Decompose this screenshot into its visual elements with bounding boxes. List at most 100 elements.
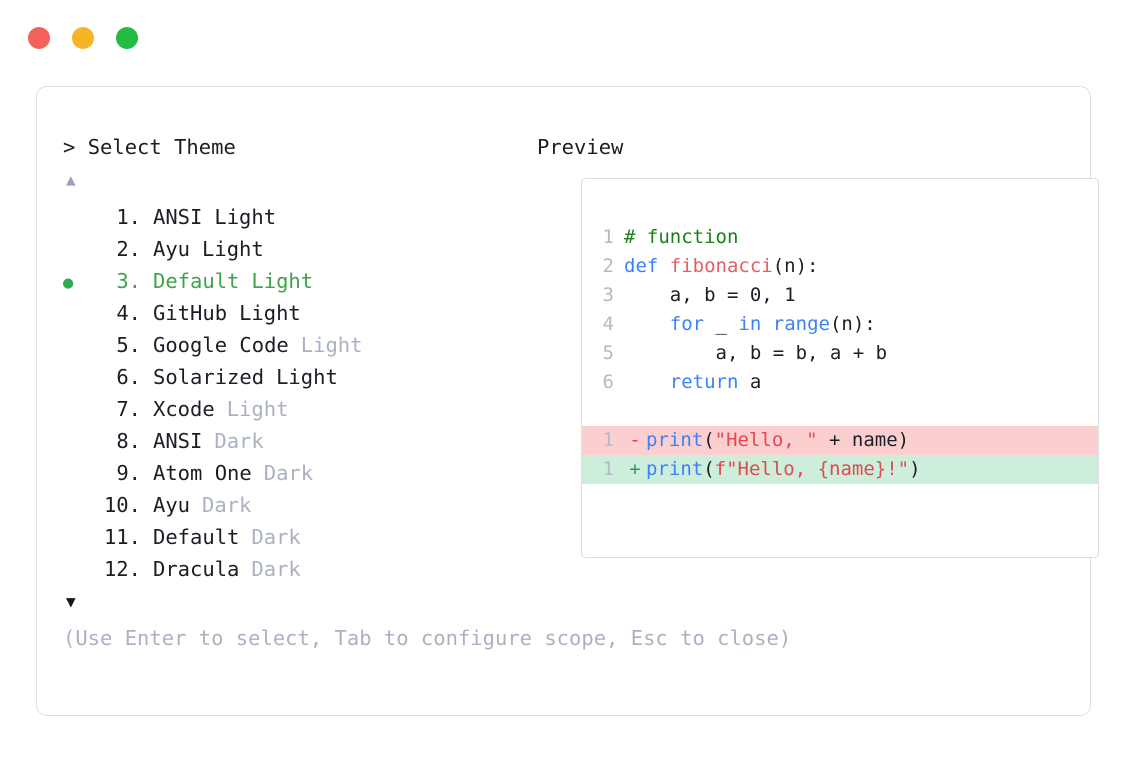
line-number: 1 bbox=[602, 458, 614, 480]
code-token-plain: (n): bbox=[772, 255, 819, 277]
theme-item-name: Google Code bbox=[153, 333, 289, 357]
code-token-plain: + name) bbox=[817, 429, 910, 451]
bullet-placeholder bbox=[63, 555, 93, 587]
theme-item-name: Ayu bbox=[153, 493, 191, 517]
code-token-string: f"Hello, {name}!" bbox=[714, 458, 910, 480]
theme-item-index: 4. bbox=[116, 301, 141, 325]
theme-item-index: 2. bbox=[116, 237, 141, 261]
code-line: 3 a, b = 0, 1 bbox=[582, 281, 1098, 310]
prompt-header: > Select Theme bbox=[63, 133, 533, 161]
code-token-plain: a, b = b, a + b bbox=[624, 342, 888, 364]
theme-item-variant: Dark bbox=[263, 461, 314, 485]
theme-item-index: 7. bbox=[116, 397, 141, 421]
line-number: 3 bbox=[602, 284, 614, 306]
theme-item-name: Ayu bbox=[153, 237, 191, 261]
code-token-plain: a, b = 0, 1 bbox=[624, 284, 796, 306]
bullet-placeholder bbox=[63, 427, 93, 459]
code-token-keyword: in bbox=[738, 313, 762, 335]
code-line-text: a, b = b, a + b bbox=[624, 339, 888, 368]
theme-item-index: 6. bbox=[116, 365, 141, 389]
code-token-builtin: print bbox=[646, 458, 704, 480]
diff-line-text: print(f"Hello, {name}!") bbox=[646, 455, 921, 484]
theme-item-index: 12. bbox=[103, 557, 141, 581]
prompt-spacer bbox=[75, 135, 87, 159]
theme-item-variant: Light bbox=[300, 333, 363, 357]
theme-list-item[interactable]: 2. Ayu Light bbox=[63, 233, 533, 265]
theme-item-name: ANSI bbox=[153, 429, 203, 453]
code-token-builtin: print bbox=[646, 429, 704, 451]
bullet-placeholder bbox=[63, 299, 93, 331]
theme-item-variant: Light bbox=[202, 237, 264, 261]
code-token-plain bbox=[624, 313, 670, 335]
theme-item-name: Default bbox=[153, 269, 240, 293]
code-token-string: "Hello, " bbox=[714, 429, 818, 451]
code-line: 6 return a bbox=[582, 368, 1098, 397]
scroll-up-icon[interactable]: ▲ bbox=[66, 170, 76, 189]
theme-item-variant: Light bbox=[276, 365, 338, 389]
preview-heading: Preview bbox=[537, 135, 624, 159]
theme-item-name: Default bbox=[153, 525, 240, 549]
theme-item-variant: Light bbox=[239, 301, 301, 325]
theme-item-variant: Light bbox=[214, 205, 277, 229]
diff-line-minus: 1-print("Hello, " + name) bbox=[582, 426, 1098, 455]
code-token-plain: ( bbox=[703, 429, 715, 451]
page-title: Select Theme bbox=[87, 135, 236, 159]
keyboard-hint: (Use Enter to select, Tab to configure s… bbox=[63, 626, 792, 650]
code-token-plain: (n): bbox=[829, 313, 876, 335]
code-blank-line bbox=[582, 397, 1098, 426]
code-token-builtin: range bbox=[772, 313, 830, 335]
code-token-comment: # function bbox=[624, 226, 739, 248]
code-line: 5 a, b = b, a + b bbox=[582, 339, 1098, 368]
code-line-text: a, b = 0, 1 bbox=[624, 281, 796, 310]
code-line: 4 for _ in range(n): bbox=[582, 310, 1098, 339]
code-token-plain: a bbox=[738, 371, 762, 393]
theme-item-name: Atom One bbox=[153, 461, 252, 485]
theme-item-index: 9. bbox=[116, 461, 141, 485]
code-token-func: fibonacci bbox=[669, 255, 773, 277]
theme-item-index: 1. bbox=[116, 205, 141, 229]
line-number: 1 bbox=[602, 226, 614, 248]
theme-list-item[interactable]: 9. Atom One Dark bbox=[63, 457, 533, 489]
theme-item-variant: Light bbox=[226, 397, 289, 421]
theme-item-name: Solarized bbox=[153, 365, 265, 389]
theme-item-variant: Dark bbox=[214, 429, 264, 453]
minimize-button[interactable] bbox=[72, 27, 94, 49]
code-line: 2 def fibonacci(n): bbox=[582, 252, 1098, 281]
window-titlebar bbox=[0, 0, 1129, 76]
theme-item-variant: Dark bbox=[251, 557, 301, 581]
zoom-button[interactable] bbox=[116, 27, 138, 49]
theme-item-variant: Light bbox=[251, 269, 314, 293]
bullet-placeholder bbox=[63, 523, 93, 555]
theme-item-name: GitHub bbox=[153, 301, 228, 325]
theme-list-item[interactable]: 8. ANSI Dark bbox=[63, 425, 533, 457]
theme-item-index: 8. bbox=[116, 429, 141, 453]
code-token-plain bbox=[624, 371, 670, 393]
close-button[interactable] bbox=[28, 27, 50, 49]
code-line-text: def fibonacci(n): bbox=[624, 252, 818, 281]
line-number: 4 bbox=[602, 313, 614, 335]
theme-list-item[interactable]: 6. Solarized Light bbox=[63, 361, 533, 393]
theme-item-index: 3. bbox=[116, 269, 141, 293]
bullet-placeholder bbox=[63, 331, 93, 363]
code-token-plain: ( bbox=[703, 458, 715, 480]
theme-list-item[interactable]: 5. Google Code Light bbox=[63, 329, 533, 361]
bullet-placeholder bbox=[63, 363, 93, 395]
line-number: 2 bbox=[602, 255, 614, 277]
theme-list-item[interactable]: ● 3. Default Light bbox=[63, 265, 533, 297]
bullet-placeholder bbox=[63, 491, 93, 523]
theme-list-item[interactable]: 4. GitHub Light bbox=[63, 297, 533, 329]
theme-item-index: 5. bbox=[116, 333, 141, 357]
selected-bullet-icon: ● bbox=[63, 273, 74, 293]
bullet-placeholder bbox=[63, 459, 93, 491]
theme-item-variant: Dark bbox=[202, 493, 252, 517]
scroll-down-icon[interactable]: ▼ bbox=[66, 592, 76, 611]
